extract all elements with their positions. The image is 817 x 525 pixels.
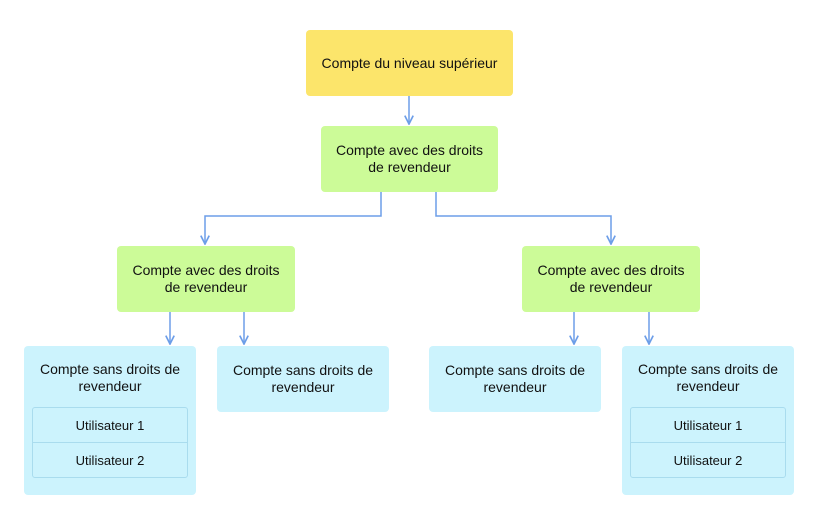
reseller-account-node-right: Compte avec des droits de revendeur [522,246,700,312]
node-label: Compte avec des droits de revendeur [132,262,280,295]
user-item: Utilisateur 2 [33,442,187,477]
node-label: Compte sans droits de revendeur [444,362,586,395]
non-reseller-account-node-2: Compte sans droits de revendeur [217,346,389,412]
reseller-account-node-left: Compte avec des droits de revendeur [117,246,295,312]
non-reseller-account-node-1: Compte sans droits de revendeur Utilisat… [24,346,196,495]
node-label: Compte avec des droits de revendeur [335,142,484,175]
user-item: Utilisateur 1 [75,417,145,433]
user-item: Utilisateur 1 [673,417,743,433]
user-item: Utilisateur 2 [631,442,785,477]
node-label: Compte sans droits de revendeur [232,362,374,395]
reseller-account-node-main: Compte avec des droits de revendeur [321,126,498,192]
non-reseller-account-node-4: Compte sans droits de revendeur Utilisat… [622,346,794,495]
node-label: Compte du niveau supérieur [321,54,498,71]
arrow-reseller-main-to-right [435,192,611,244]
top-level-account-node: Compte du niveau supérieur [306,30,513,96]
user-list: Utilisateur 1 Utilisateur 2 [32,407,188,478]
node-label: Compte avec des droits de revendeur [537,262,685,295]
node-label: Compte sans droits de revendeur [637,361,779,394]
arrow-reseller-main-to-left [205,192,382,244]
user-list: Utilisateur 1 Utilisateur 2 [630,407,786,478]
non-reseller-account-node-3: Compte sans droits de revendeur [429,346,601,412]
node-label: Compte sans droits de revendeur [39,361,181,394]
